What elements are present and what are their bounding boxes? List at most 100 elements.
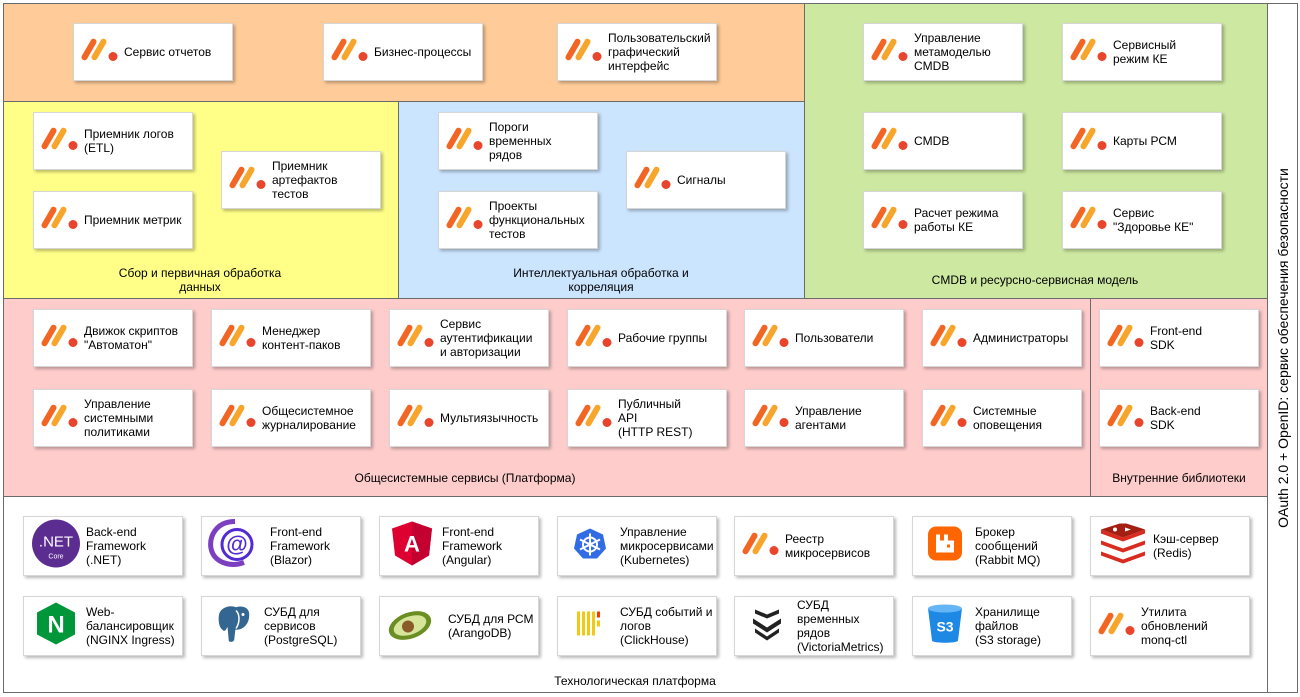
monq-logo-icon bbox=[929, 401, 969, 436]
card-auth: Сервис аутентификации и авторизации bbox=[389, 309, 549, 367]
monq-logo-icon bbox=[445, 203, 485, 238]
postgresql-logo-icon bbox=[214, 603, 254, 650]
card-policies: Управление системными политиками bbox=[33, 389, 193, 447]
card-angular: A Front-end Framework (Angular) bbox=[379, 516, 539, 576]
card-frontend-sdk: Front-end SDK bbox=[1099, 309, 1259, 367]
card-clickhouse: СУБД событий и логов (ClickHouse) bbox=[557, 596, 717, 656]
arangodb-logo-icon bbox=[386, 606, 438, 647]
card-arango: СУБД для РСМ (ArangoDB) bbox=[379, 596, 539, 656]
blazor-logo-icon: @ bbox=[206, 519, 264, 574]
collection-zone-title: Сбор и первичная обработка данных bbox=[118, 266, 282, 294]
card-label: Кэш-сервер (Redis) bbox=[1153, 532, 1219, 560]
card-gui: Пользовательский графический интерфейс bbox=[557, 23, 717, 81]
card-label: Бизнес-процессы bbox=[374, 45, 472, 59]
card-label: CMDB bbox=[914, 134, 950, 148]
card-label: Менеджер контент-паков bbox=[262, 324, 341, 352]
card-label: Приемник логов (ETL) bbox=[84, 127, 174, 155]
card-metric-receiver: Приемник метрик bbox=[33, 191, 193, 249]
dotnet-logo-icon: .NET Core bbox=[31, 519, 81, 574]
monq-logo-icon bbox=[1069, 35, 1109, 70]
card-label: Пороги временных рядов bbox=[489, 120, 552, 162]
card-monq-ctl: Утилита обновлений monq-ctl bbox=[1090, 596, 1250, 656]
card-label: Рабочие группы bbox=[618, 331, 708, 345]
card-label: Back-end Framework (.NET) bbox=[86, 525, 147, 567]
svg-text:Core: Core bbox=[48, 554, 63, 561]
card-label: Сервис "Здоровье КЕ" bbox=[1113, 206, 1194, 234]
card-reports: Сервис отчетов bbox=[73, 23, 233, 81]
card-label: Управление агентами bbox=[795, 404, 862, 432]
card-health: Сервис "Здоровье КЕ" bbox=[1062, 191, 1222, 249]
kubernetes-logo-icon bbox=[574, 528, 606, 565]
card-work-groups: Рабочие группы bbox=[567, 309, 727, 367]
card-artifact-receiver: Приемник артефактов тестов bbox=[221, 151, 381, 209]
card-label: Front-end SDK bbox=[1150, 324, 1203, 352]
card-label: Управление метамоделью CMDB bbox=[914, 31, 991, 73]
card-admins: Администраторы bbox=[922, 309, 1082, 367]
card-label: Пользовательский графический интерфейс bbox=[608, 31, 711, 73]
card-thresholds: Пороги временных рядов bbox=[438, 112, 598, 170]
card-dotnet: .NET Core Back-end Framework (.NET) bbox=[23, 516, 183, 576]
monq-logo-icon bbox=[633, 163, 673, 198]
card-cmdb: CMDB bbox=[863, 112, 1023, 170]
monq-logo-icon bbox=[1069, 203, 1109, 238]
monq-logo-icon bbox=[40, 203, 80, 238]
victoriametrics-logo-icon bbox=[749, 606, 785, 647]
card-calc-mode: Расчет режима работы КЕ bbox=[863, 191, 1023, 249]
card-label: Администраторы bbox=[973, 331, 1069, 345]
monq-logo-icon bbox=[751, 401, 791, 436]
monq-logo-icon bbox=[40, 401, 80, 436]
svg-text:A: A bbox=[404, 532, 420, 557]
card-service-mode: Сервисный режим КЕ bbox=[1062, 23, 1222, 81]
cmdb-zone-title: CMDB и ресурсно-сервисная модель bbox=[931, 273, 1139, 287]
card-backend-sdk: Back-end SDK bbox=[1099, 389, 1259, 447]
card-label: СУБД временных рядов (VictoriaMetrics) bbox=[797, 598, 884, 654]
card-cmdb-meta: Управление метамоделью CMDB bbox=[863, 23, 1023, 81]
card-journal: Общесистемное журналирование bbox=[211, 389, 371, 447]
card-label: Управление системными политиками bbox=[84, 397, 154, 439]
monq-logo-icon bbox=[218, 321, 258, 356]
card-label: Публичный API (HTTP REST) bbox=[618, 397, 693, 439]
security-service-label: OAuth 2.0 + OpenID: сервис обеспечения б… bbox=[1267, 3, 1298, 693]
card-label: Расчет режима работы КЕ bbox=[914, 206, 999, 234]
card-label: Общесистемное журналирование bbox=[262, 404, 356, 432]
svg-text:N: N bbox=[47, 612, 64, 639]
security-service-text: OAuth 2.0 + OpenID: сервис обеспечения б… bbox=[1274, 168, 1291, 528]
intelligence-zone-title: Интеллектуальная обработка и корреляция bbox=[513, 266, 689, 294]
card-label: СУБД для РСМ (ArangoDB) bbox=[448, 612, 534, 640]
monq-logo-icon bbox=[445, 124, 485, 159]
card-label: Сервисный режим КЕ bbox=[1113, 38, 1177, 66]
card-label: Front-end Framework (Blazor) bbox=[270, 525, 331, 567]
monq-logo-icon bbox=[741, 529, 781, 564]
monq-logo-icon bbox=[574, 321, 614, 356]
card-scripts: Движок скриптов "Автоматон" bbox=[33, 309, 193, 367]
tech-zone-title: Технологическая платформа bbox=[554, 674, 716, 688]
monq-logo-icon bbox=[574, 401, 614, 436]
angular-logo-icon: A bbox=[390, 521, 434, 572]
card-users: Пользователи bbox=[744, 309, 904, 367]
card-label: Реестр микросервисов bbox=[785, 532, 871, 560]
card-multilang: Мультиязычность bbox=[389, 389, 549, 447]
s3-storage-logo-icon: S3 bbox=[925, 603, 965, 650]
monq-logo-icon bbox=[40, 321, 80, 356]
monq-logo-icon bbox=[751, 321, 791, 356]
card-kubernetes: Управление микросервисами (Kubernetes) bbox=[557, 516, 717, 576]
card-victoria: СУБД временных рядов (VictoriaMetrics) bbox=[734, 596, 894, 656]
card-label: Сервис отчетов bbox=[124, 45, 212, 59]
monq-logo-icon bbox=[1106, 401, 1146, 436]
card-signals: Сигналы bbox=[626, 151, 786, 209]
monq-logo-icon bbox=[1106, 321, 1146, 356]
card-label: Front-end Framework (Angular) bbox=[442, 525, 503, 567]
svg-text:.NET: .NET bbox=[39, 534, 73, 551]
card-rsm-maps: Карты РСМ bbox=[1062, 112, 1222, 170]
monq-logo-icon bbox=[218, 401, 258, 436]
rabbitmq-logo-icon bbox=[927, 526, 963, 567]
svg-text:@: @ bbox=[226, 532, 247, 557]
monq-logo-icon bbox=[929, 321, 969, 356]
card-label: Сигналы bbox=[677, 173, 726, 187]
card-content-packs: Менеджер контент-паков bbox=[211, 309, 371, 367]
card-label: СУБД событий и логов (ClickHouse) bbox=[620, 605, 713, 647]
card-notifications: Системные оповещения bbox=[922, 389, 1082, 447]
card-label: Хранилище файлов (S3 storage) bbox=[975, 605, 1042, 647]
card-label: Мультиязычность bbox=[440, 411, 539, 425]
platform-zone-title: Общесистемные сервисы (Платформа) bbox=[354, 471, 576, 485]
